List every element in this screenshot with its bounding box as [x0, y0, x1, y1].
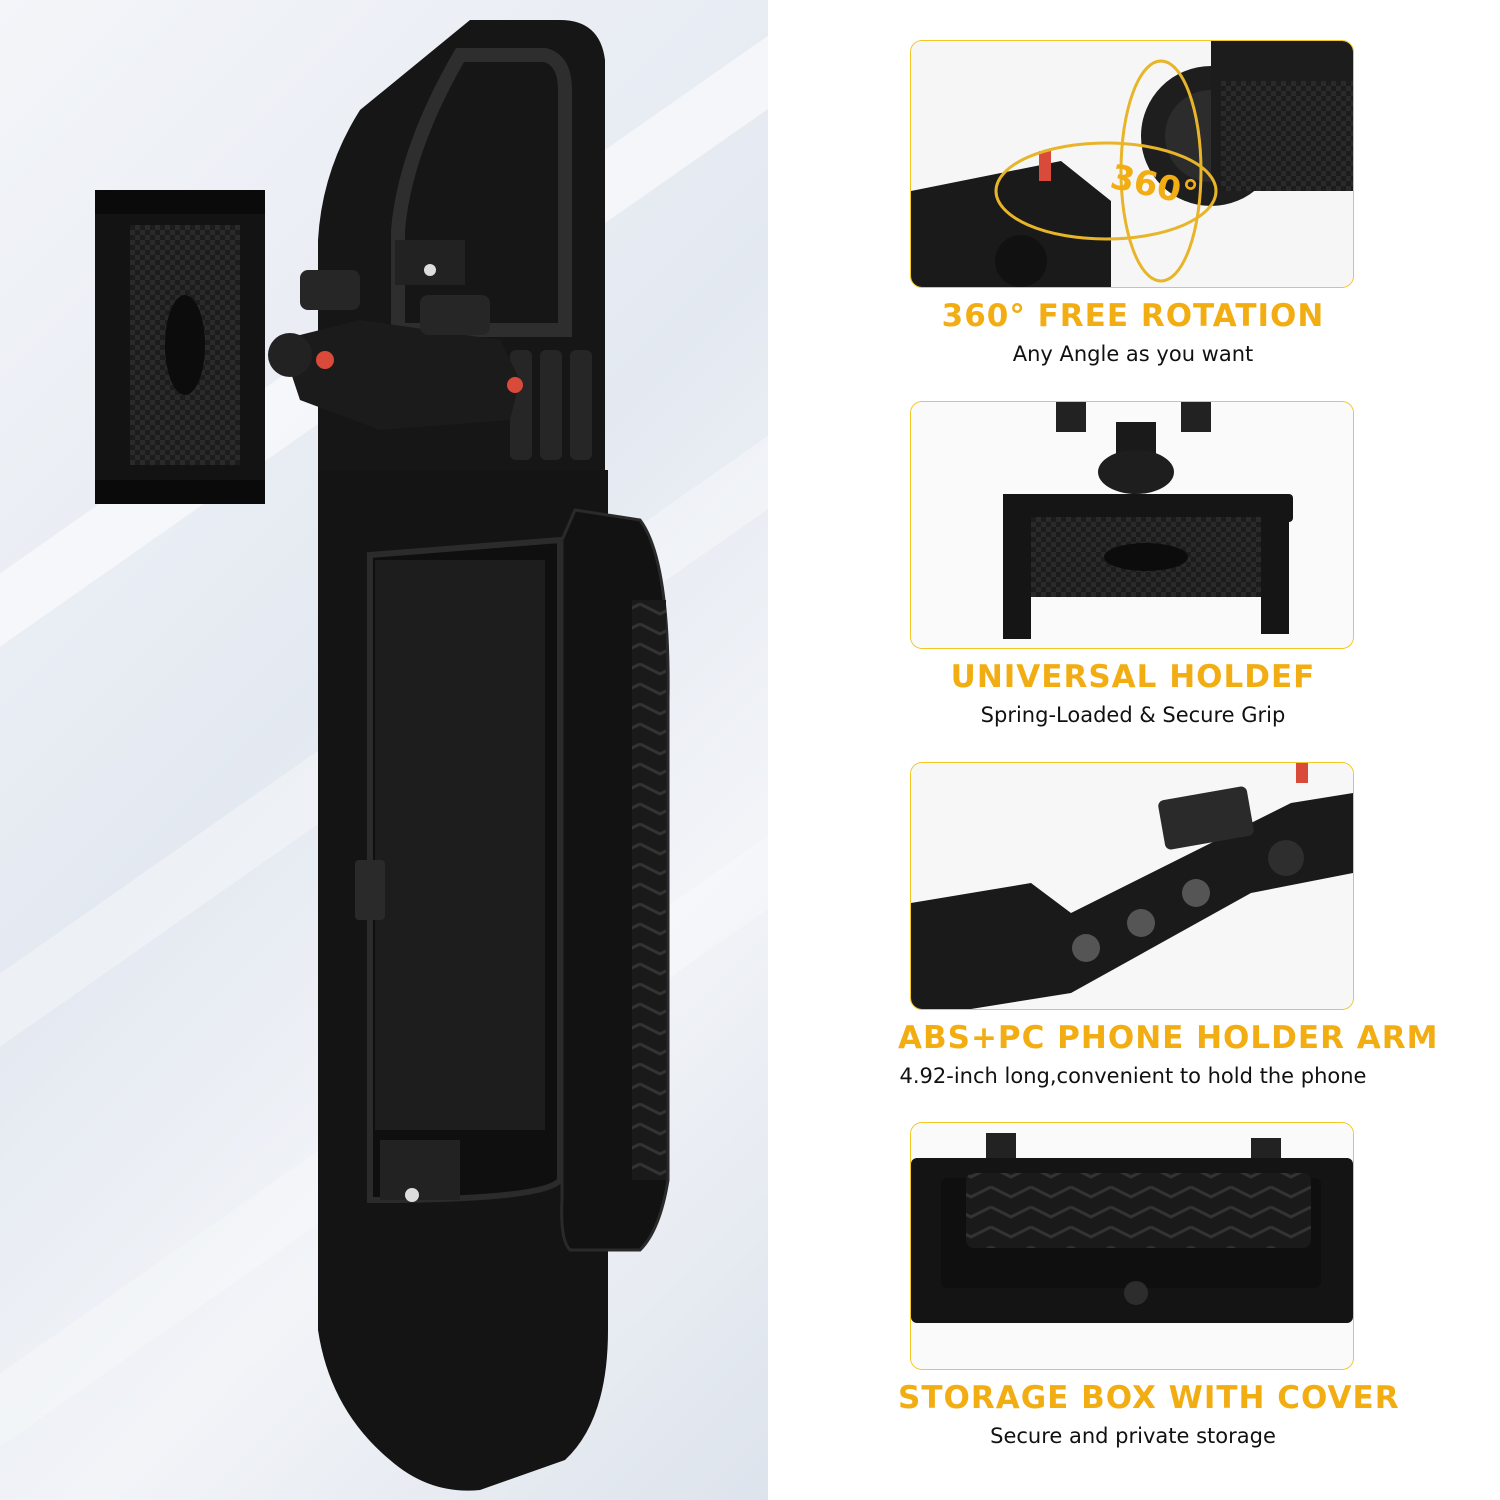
feature-image-card — [910, 1122, 1354, 1370]
feature-title: STORAGE BOX WITH COVER — [898, 1380, 1400, 1416]
rotation-joint-illustration: 360° — [911, 41, 1353, 287]
storage-box-illustration — [911, 1123, 1353, 1369]
feature-subtitle: Secure and private storage — [990, 1424, 1276, 1448]
holder-arm-illustration — [911, 763, 1353, 1009]
feature-image-card — [910, 762, 1354, 1010]
feature-subtitle: 4.92-inch long,convenient to hold the ph… — [899, 1064, 1367, 1088]
feature-title: UNIVERSAL HOLDEF — [950, 659, 1316, 695]
product-hero-panel — [0, 0, 772, 1500]
product-illustration — [95, 20, 670, 1491]
phone-clamp-illustration — [911, 402, 1353, 648]
feature-subtitle: Any Angle as you want — [1012, 342, 1254, 366]
feature-subtitle: Spring-Loaded & Secure Grip — [980, 703, 1286, 727]
feature-image-card — [910, 401, 1354, 649]
feature-title: ABS+PC PHONE HOLDER ARM — [898, 1020, 1439, 1056]
feature-image-card: 360° — [910, 40, 1354, 288]
feature-title: 360° FREE ROTATION — [941, 298, 1325, 334]
holder-arm — [280, 320, 520, 430]
